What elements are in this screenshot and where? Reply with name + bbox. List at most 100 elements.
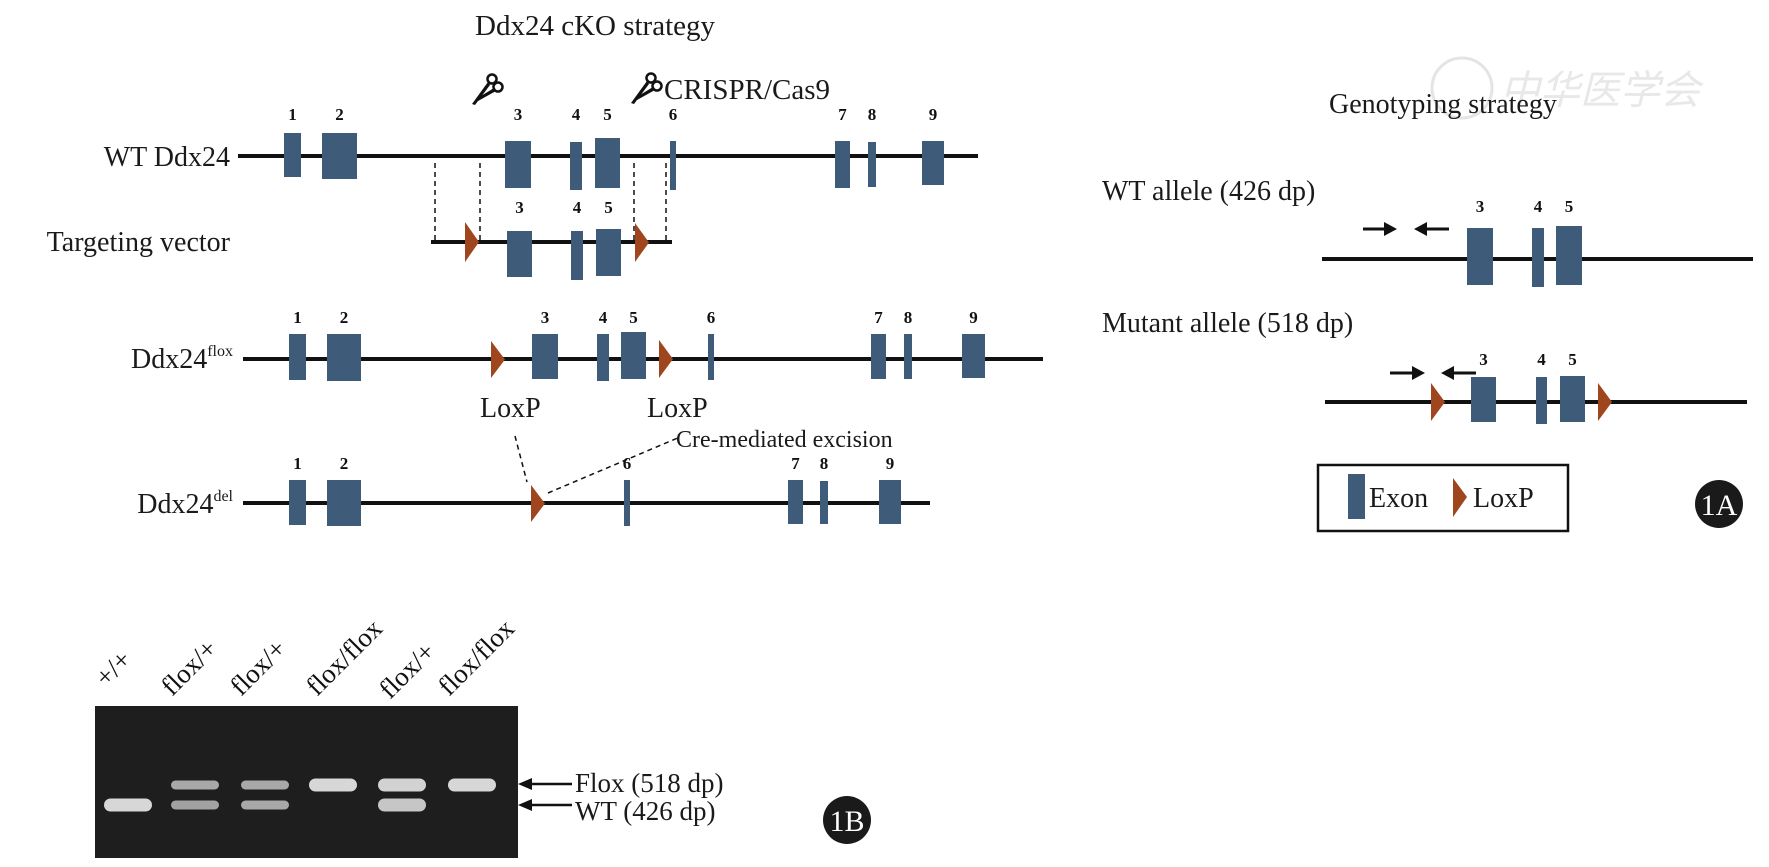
exon-number: 9 (929, 105, 938, 124)
lane-label: flox/+ (224, 633, 292, 701)
exon-number: 5 (1568, 350, 1577, 369)
exon-box (532, 334, 558, 379)
exon-number: 2 (340, 308, 349, 327)
row-label-superscript: flox (207, 343, 233, 360)
legend-exon-label: Exon (1369, 483, 1428, 514)
exon-number: 4 (573, 198, 582, 217)
exon-number: 8 (820, 454, 829, 473)
scissors-icon (629, 72, 663, 106)
loxp-label: LoxP (647, 393, 708, 424)
row-label-base: Ddx24 (137, 489, 213, 520)
panel-b-badge: 1B (823, 796, 871, 844)
exon-number: 3 (515, 198, 524, 217)
watermark-seal-icon (1430, 56, 1494, 120)
legend-exon-swatch (1348, 474, 1365, 519)
exon-box (708, 334, 714, 380)
exon-number: 6 (623, 454, 632, 473)
exon-box (1556, 226, 1582, 285)
exon-number: 8 (904, 308, 913, 327)
exon-box (1536, 377, 1547, 424)
arrow-left-icon (518, 799, 532, 811)
wt-band-label: WT (426 dp) (575, 796, 715, 826)
exon-number: 6 (669, 105, 678, 124)
crispr-label: CRISPR/Cas9 (664, 74, 830, 106)
row-label: Targeting vector (47, 227, 231, 258)
exon-box (904, 334, 912, 379)
row-label: Ddx24flox (131, 343, 233, 375)
wt-band (378, 798, 426, 812)
exon-number: 3 (514, 105, 523, 124)
exon-box (624, 480, 630, 526)
loxp-label: LoxP (480, 393, 541, 424)
exon-box (571, 231, 583, 280)
legend-loxp-label: LoxP (1473, 483, 1534, 514)
exon-box (597, 334, 609, 381)
exon-box (871, 334, 886, 379)
exon-number: 6 (707, 308, 716, 327)
exon-number: 5 (629, 308, 638, 327)
mutant-allele-label: Mutant allele (518 dp) (1102, 308, 1353, 339)
exon-number: 2 (340, 454, 349, 473)
exon-box (322, 133, 357, 179)
exon-number: 3 (1476, 197, 1485, 216)
exon-number: 4 (599, 308, 608, 327)
exon-box (289, 480, 306, 525)
flox-band (171, 780, 219, 790)
flox-band (241, 780, 289, 790)
lane-label: flox/flox (300, 613, 388, 701)
flox-band (448, 778, 496, 792)
panel-a-badge: 1A (1695, 480, 1743, 528)
watermark-text: 中华医学会 (1500, 68, 1704, 114)
wt-allele-label: WT allele (426 dp) (1102, 176, 1315, 207)
reverse-primer-arrow-icon (1414, 222, 1449, 236)
svg-text:1B: 1B (829, 805, 864, 838)
lane-label: flox/flox (432, 613, 520, 701)
flox-band-marker: Flox (518 dp) (518, 768, 724, 798)
legend: Exon LoxP (1316, 463, 1570, 533)
exon-box (621, 332, 646, 379)
lane-label: flox/+ (373, 636, 441, 704)
exon-box (596, 229, 621, 276)
exon-number: 5 (1565, 197, 1574, 216)
wt-band (171, 800, 219, 810)
exon-box (289, 334, 306, 380)
exon-number: 1 (293, 454, 302, 473)
panel-a-title: Ddx24 cKO strategy (475, 10, 716, 42)
exon-number: 5 (603, 105, 612, 124)
exon-box (835, 141, 850, 188)
exon-number: 4 (1537, 350, 1546, 369)
gel-bands (104, 778, 496, 812)
flox-band (378, 778, 426, 792)
genotyping-title: Genotyping strategy (1329, 89, 1557, 120)
arrow-left-icon (518, 778, 532, 790)
row-label: Ddx24del (137, 488, 233, 520)
wt-band (241, 800, 289, 810)
exon-number: 5 (604, 198, 613, 217)
exon-number: 7 (791, 454, 800, 473)
exon-number: 4 (572, 105, 581, 124)
exon-box (962, 334, 985, 378)
exon-number: 8 (868, 105, 877, 124)
excision-dashed-line (514, 435, 528, 483)
excision-dashed-line (547, 436, 681, 494)
exon-box (922, 141, 944, 185)
reverse-primer-arrow-icon (1441, 366, 1476, 380)
exon-box (1467, 228, 1493, 285)
exon-number: 1 (288, 105, 297, 124)
svg-text:1A: 1A (1701, 489, 1738, 522)
exon-box (327, 334, 361, 381)
targeting-vector-row: Targeting vector 3 4 5 (47, 198, 672, 280)
exon-number: 1 (293, 308, 302, 327)
gel-image (95, 706, 518, 858)
exon-box (507, 231, 532, 277)
exon-number: 2 (335, 105, 344, 124)
cre-excision-label: Cre-mediated excision (676, 427, 893, 453)
exon-box (284, 133, 301, 177)
exon-box (788, 480, 803, 524)
exon-box (327, 480, 361, 526)
scissors-icon (470, 73, 504, 107)
